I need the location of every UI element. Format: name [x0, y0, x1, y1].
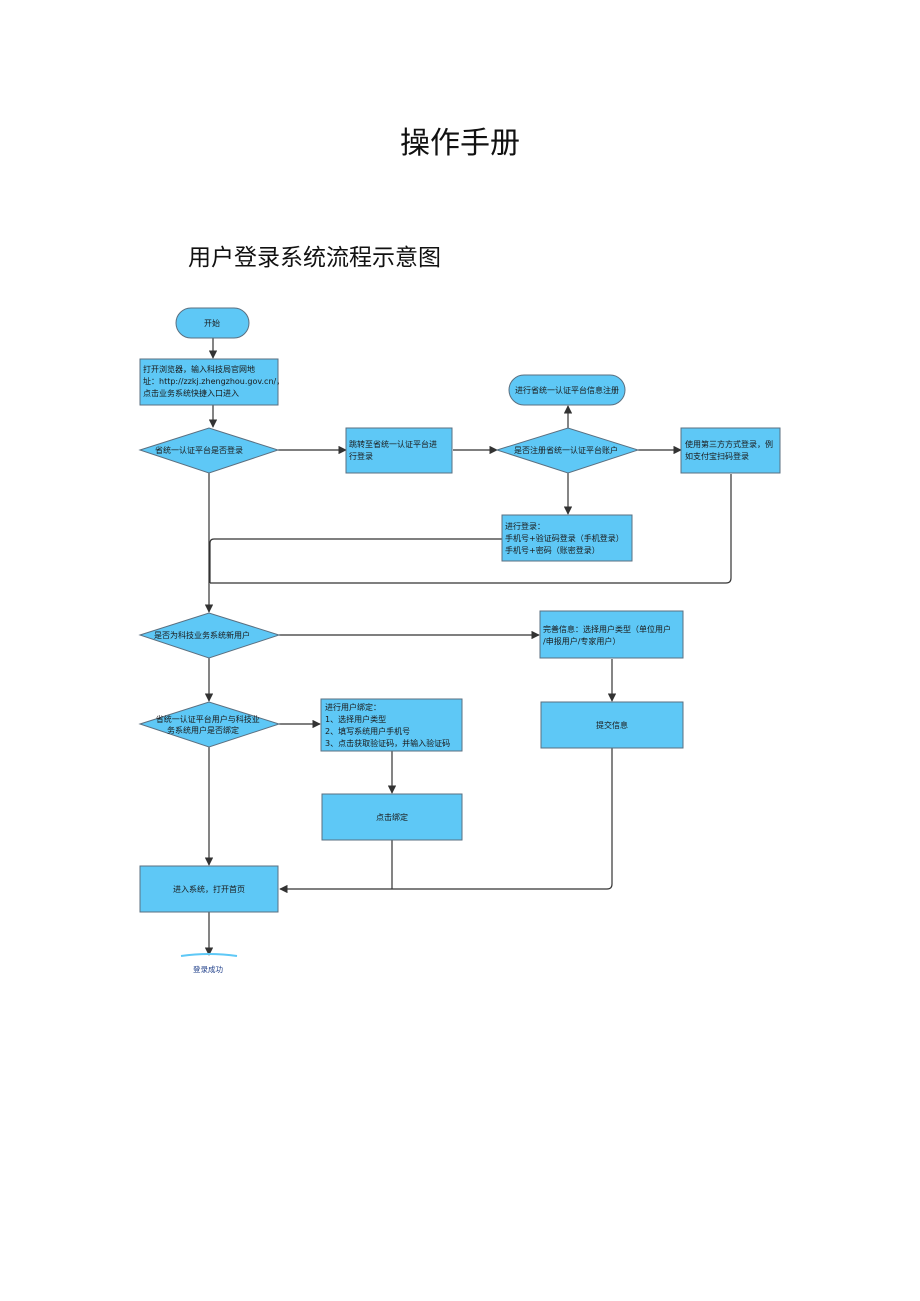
node-login-methods-text: 进行登录： 手机号+验证码登录（手机登录） 手机号+密码（账密登录）: [505, 521, 626, 555]
edges: [204, 338, 732, 956]
node-open-browser: 打开浏览器，输入科技局官网地 址：http://zzkj.zhengzhou.g…: [139, 358, 287, 406]
node-bind-user-text: 进行用户绑定： 1、选择用户类型 2、填写系统用户手机号 3、点击获取验证码，并…: [325, 702, 450, 748]
edge-login-methods-back: [209, 538, 502, 583]
diagram-title: 用户登录系统流程示意图: [188, 245, 441, 271]
node-third-party-login-text: 使用第三方方式登录，例 如支付宝扫码登录: [685, 439, 776, 461]
node-jump-to-platform-text: 跳转至省统一认证平台进 行登录: [349, 439, 440, 461]
node-check-province-login: 省统一认证平台是否登录: [138, 427, 280, 474]
node-check-new-user-text: 是否为科技业务系统新用户: [154, 630, 250, 640]
node-login-success: 登录成功: [180, 953, 238, 974]
node-click-bind-text: 点击绑定: [376, 812, 408, 822]
node-start: 开始: [175, 307, 250, 339]
node-click-bind: 点击绑定: [321, 793, 463, 841]
node-check-registered-text: 是否注册省统一认证平台账户: [514, 445, 618, 455]
node-register-account-text: 进行省统一认证平台信息注册: [515, 385, 619, 395]
node-check-registered: 是否注册省统一认证平台账户: [495, 427, 640, 474]
node-submit-info: 提交信息: [540, 701, 684, 749]
node-login-success-text: 登录成功: [193, 964, 223, 974]
node-login-methods: 进行登录： 手机号+验证码登录（手机登录） 手机号+密码（账密登录）: [501, 514, 633, 562]
node-complete-info: 完善信息：选择用户类型（单位用户 /申报用户/专家用户）: [539, 610, 684, 659]
node-check-binding-text: 省统一认证平台用户与科技业 务系统用户是否绑定: [156, 714, 263, 735]
node-jump-to-platform: 跳转至省统一认证平台进 行登录: [345, 427, 453, 474]
node-third-party-login: 使用第三方方式登录，例 如支付宝扫码登录: [680, 427, 781, 474]
node-bind-user: 进行用户绑定： 1、选择用户类型 2、填写系统用户手机号 3、点击获取验证码，并…: [320, 698, 463, 752]
node-enter-system: 进入系统，打开首页: [139, 865, 279, 913]
edge-submit-to-enter: [279, 748, 613, 894]
node-open-browser-text: 打开浏览器，输入科技局官网地 址：http://zzkj.zhengzhou.g…: [143, 364, 287, 398]
node-check-new-user: 是否为科技业务系统新用户: [138, 612, 281, 659]
document-title: 操作手册: [400, 126, 520, 161]
node-start-text: 开始: [204, 318, 220, 328]
node-enter-system-text: 进入系统，打开首页: [173, 884, 245, 894]
node-check-binding: 省统一认证平台用户与科技业 务系统用户是否绑定: [138, 701, 281, 748]
node-register-account: 进行省统一认证平台信息注册: [508, 374, 626, 406]
edge-third-party-back: [210, 474, 732, 584]
node-submit-info-text: 提交信息: [596, 720, 628, 730]
node-check-province-login-text: 省统一认证平台是否登录: [155, 445, 243, 455]
node-complete-info-text: 完善信息：选择用户类型（单位用户 /申报用户/专家用户）: [543, 624, 674, 646]
